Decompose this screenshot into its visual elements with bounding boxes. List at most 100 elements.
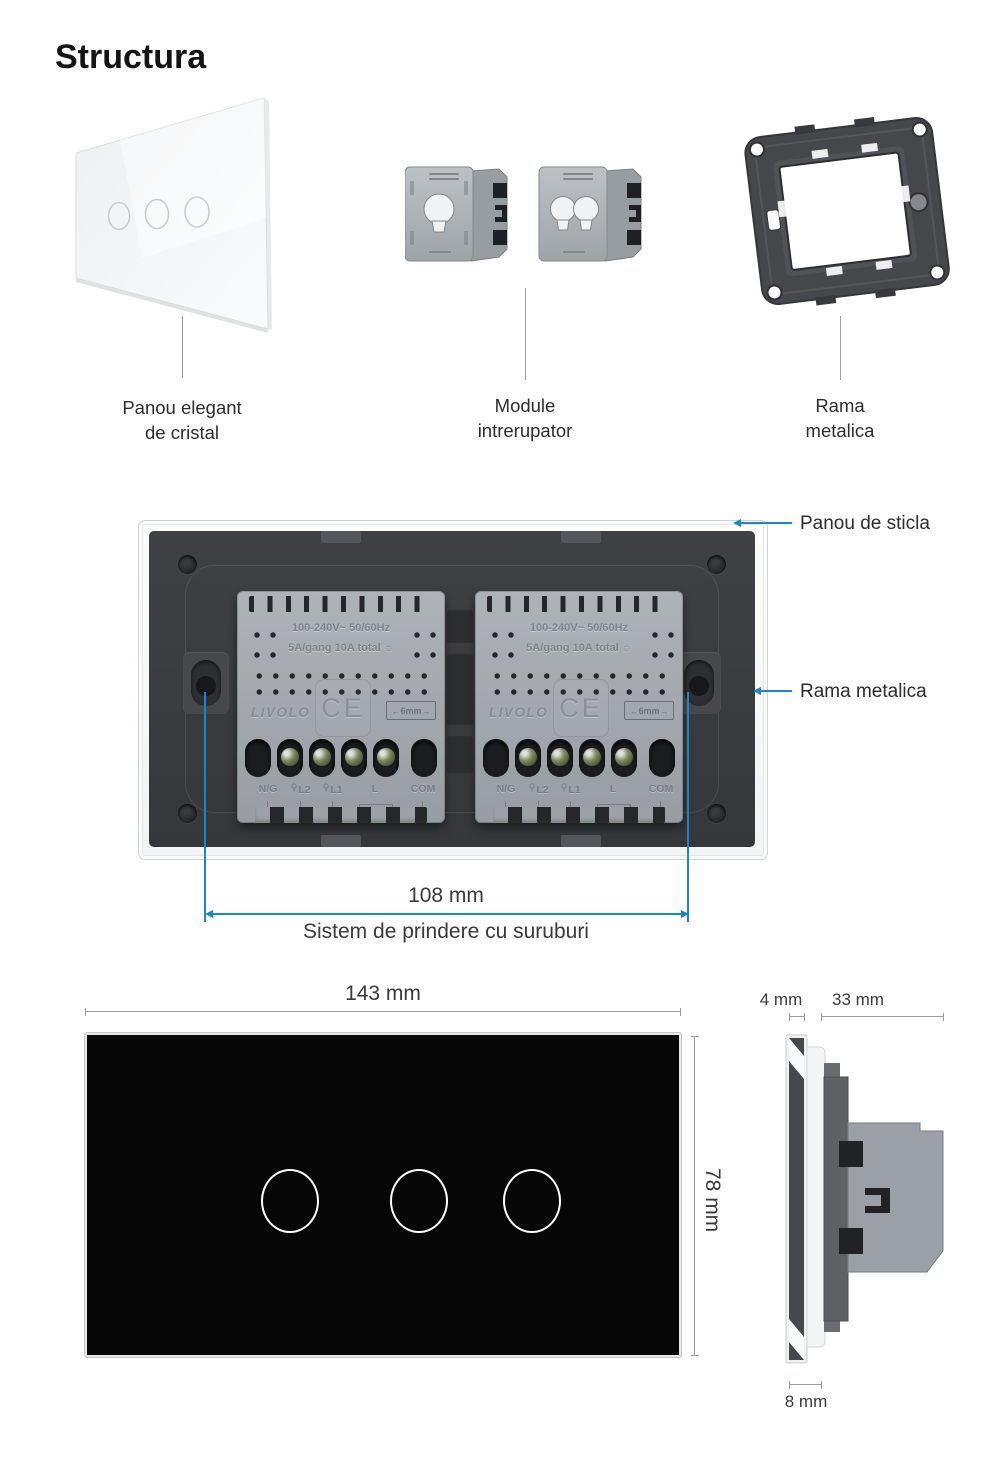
touch-circle (261, 1169, 319, 1233)
glass-thickness-text: 4 mm (759, 990, 803, 1009)
glass-panel-label: Panou elegant de cristal (122, 397, 242, 443)
frame-opening (778, 151, 912, 271)
terminal-screw (277, 739, 303, 777)
terminal-hole (411, 739, 437, 777)
width-dim-line (85, 1007, 681, 1016)
bulb-cutout (573, 196, 599, 222)
mounting-clip (839, 1228, 863, 1254)
glass-thickness-line (789, 1012, 805, 1021)
screw-dim-line-left (204, 692, 206, 922)
module-rating: 100-240V~ 50/60Hz 5A/gang 10A total ☼ (288, 622, 394, 654)
module-depth-line (821, 1012, 944, 1021)
module-front-column (823, 1076, 849, 1322)
mounting-screw-hole-left (191, 660, 221, 706)
metal-frame-label: Rama metalica (805, 395, 875, 441)
glass-edge-dark (789, 1038, 804, 1360)
terminal-screw (547, 739, 573, 777)
backing-plate (806, 1046, 826, 1348)
terminal-label: L1 (555, 783, 587, 796)
screw-dim-text: 108 mm (408, 884, 484, 907)
switch-modules-figure (405, 166, 642, 262)
leader-line (182, 316, 183, 378)
terminal-label: N/G (258, 783, 278, 795)
side-view-figure (785, 1034, 944, 1364)
switch-modules-label: Module intrerupator (477, 395, 573, 441)
brand-logo: LIVOLO (489, 705, 549, 720)
page-title: Structura (55, 38, 207, 76)
corner-screw-hole (178, 555, 197, 574)
lamp-icon (529, 783, 536, 792)
leader-line (840, 316, 841, 380)
back-module-left: 100-240V~ 50/60Hz 5A/gang 10A total ☼ LI… (237, 591, 445, 823)
corner-screw-hole (178, 804, 197, 823)
terminal-label: L2 (285, 783, 317, 796)
terminal-screw (611, 739, 637, 777)
width-dim-text: 143 mm (345, 982, 421, 1005)
terminal-label: COM (648, 783, 674, 795)
wire-strip-mark: ←6mm→ (624, 701, 674, 720)
mounting-screw-hole-right (684, 660, 714, 706)
lamp-icon (323, 783, 330, 792)
module-double (538, 166, 642, 262)
terminal-comb (493, 807, 665, 823)
front-depth-text: 8 mm (784, 1392, 828, 1411)
release-hook (865, 1188, 890, 1213)
terminal-screw (373, 739, 399, 777)
ce-mark: CE (315, 679, 371, 737)
brand-logo: LIVOLO (251, 705, 311, 720)
terminal-label: N/G (496, 783, 516, 795)
module-single (405, 166, 508, 262)
terminal-hole (245, 739, 271, 777)
terminal-screw (579, 739, 605, 777)
lamp-icon (291, 783, 298, 792)
terminal-label: L (371, 783, 379, 795)
module-side-body (847, 1122, 944, 1273)
wire-strip-mark: ←6mm→ (386, 701, 436, 720)
corner-screw-hole (707, 804, 726, 823)
glass-front-face (75, 97, 269, 330)
terminal-screw (341, 739, 367, 777)
anchor-hole (908, 192, 929, 213)
black-glass-panel (85, 1033, 681, 1357)
ce-mark: CE (553, 679, 609, 737)
touch-circle (144, 198, 170, 230)
screw-hole (929, 264, 946, 281)
terminal-label: L (609, 783, 617, 795)
terminal-holes (483, 739, 675, 779)
terminal-label: COM (410, 783, 436, 795)
bulb-cutout (423, 193, 455, 225)
screw-hole (748, 141, 765, 158)
screw-hole (911, 121, 928, 138)
terminal-screw (309, 739, 335, 777)
mounting-clip (839, 1141, 863, 1167)
callout-arrow (733, 519, 741, 527)
terminal-label: L2 (523, 783, 555, 796)
screw-dim-line-right (687, 692, 689, 922)
corner-screw-hole (707, 555, 726, 574)
callout-glass-label: Panou de sticla (800, 513, 930, 534)
terminal-hole (483, 739, 509, 777)
screw-dim-arrow (212, 913, 682, 915)
terminal-hole (649, 739, 675, 777)
glass-sheen (120, 98, 266, 258)
bulb-cutout (550, 196, 576, 222)
back-module-right: 100-240V~ 50/60Hz 5A/gang 10A total ☼ LI… (475, 591, 683, 823)
height-dim-line (690, 1036, 699, 1356)
screw-caption: Sistem de prindere cu suruburi (303, 920, 589, 943)
height-dim-text: 78 mm (701, 1167, 724, 1233)
touch-circle (503, 1169, 561, 1233)
screw-hole (766, 284, 783, 301)
metal-frame-figure (744, 116, 950, 306)
callout-frame-label: Rama metalica (800, 681, 927, 702)
terminal-comb (255, 807, 427, 823)
module-rating: 100-240V~ 50/60Hz 5A/gang 10A total ☼ (526, 622, 632, 654)
glass-right-edge (264, 98, 272, 330)
terminal-holes (245, 739, 437, 779)
touch-circle (390, 1169, 448, 1233)
touch-circle (107, 201, 131, 231)
module-depth-text: 33 mm (832, 990, 884, 1009)
terminal-screw (515, 739, 541, 777)
callout-arrow (753, 687, 761, 695)
terminal-label: L1 (317, 783, 349, 796)
assembled-back-view: 100-240V~ 50/60Hz 5A/gang 10A total ☼ LI… (138, 520, 768, 860)
